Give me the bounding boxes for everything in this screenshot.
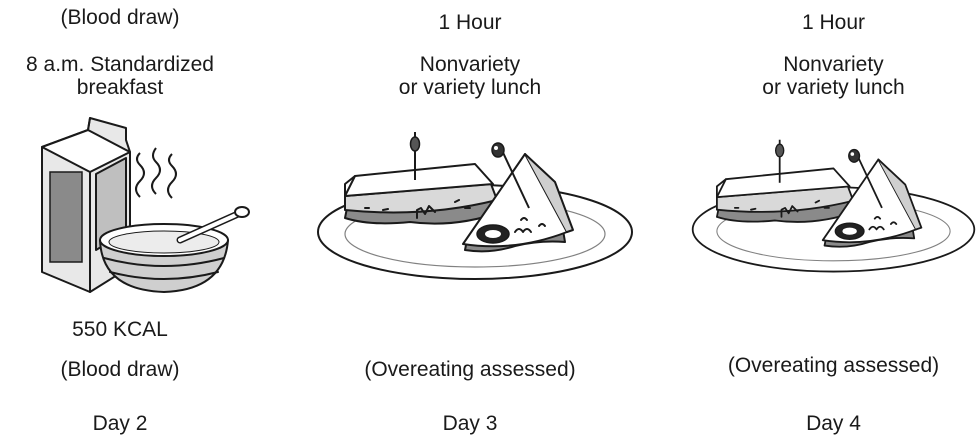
calories-label: 550 KCAL — [72, 318, 168, 341]
day-3-label: Day 3 — [442, 412, 498, 435]
breakfast-icon — [41, 117, 250, 293]
one-hour-label: 1 Hour — [438, 11, 502, 34]
overeating-assessed-label: (Overeating assessed) — [364, 358, 576, 381]
one-hour-label: 1 Hour — [801, 11, 866, 34]
day-4-column: 1 Hour Nonvariety or variety lunch (Over… — [690, 0, 977, 436]
blood-draw-top-label: (Blood draw) — [60, 6, 180, 29]
sandwich-plate-icon — [691, 138, 976, 273]
overeating-assessed-label: (Overeating assessed) — [727, 354, 940, 377]
day-4-label: Day 4 — [806, 412, 861, 435]
day-2-label: Day 2 — [92, 412, 148, 435]
lunch-meal-label: Nonvariety or variety lunch — [398, 53, 542, 99]
lunch-meal-label: Nonvariety or variety lunch — [762, 53, 905, 99]
breakfast-meal-label: 8 a.m. Standardized breakfast — [26, 53, 214, 99]
day-3-column: 1 Hour Nonvariety or variety lunch (Over… — [305, 0, 635, 436]
sandwich-plate-icon — [317, 131, 633, 280]
day-2-column: (Blood draw) 8 a.m. Standardized breakfa… — [0, 0, 250, 436]
blood-draw-bottom-label: (Blood draw) — [60, 358, 180, 381]
